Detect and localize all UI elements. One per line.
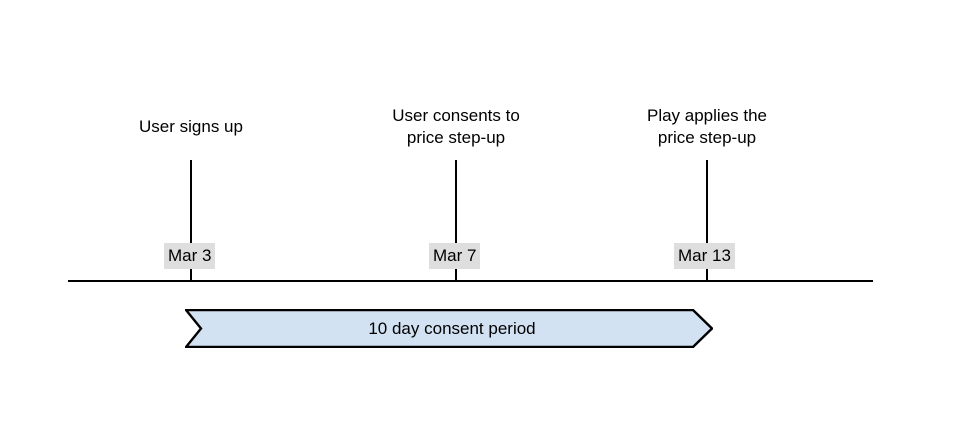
event-caption-1: User signs up	[139, 117, 243, 136]
event-tick-2	[455, 160, 457, 281]
event-caption-3: Play applies the price step-up	[646, 106, 768, 147]
event-tick-3	[706, 160, 708, 281]
event-date-chip-2: Mar 7	[429, 243, 481, 269]
consent-period-arrow-shape	[185, 309, 713, 348]
consent-period-banner: 10 day consent period	[185, 309, 713, 348]
event-caption-2: User consents to price step-up	[392, 106, 520, 147]
event-tick-1	[190, 160, 192, 281]
timeline-axis	[68, 280, 873, 282]
consent-period-label: 10 day consent period	[368, 318, 536, 338]
event-date-chip-3: Mar 13	[674, 243, 735, 269]
event-date-chip-1: Mar 3	[164, 243, 216, 269]
arrow-polygon	[185, 309, 713, 348]
